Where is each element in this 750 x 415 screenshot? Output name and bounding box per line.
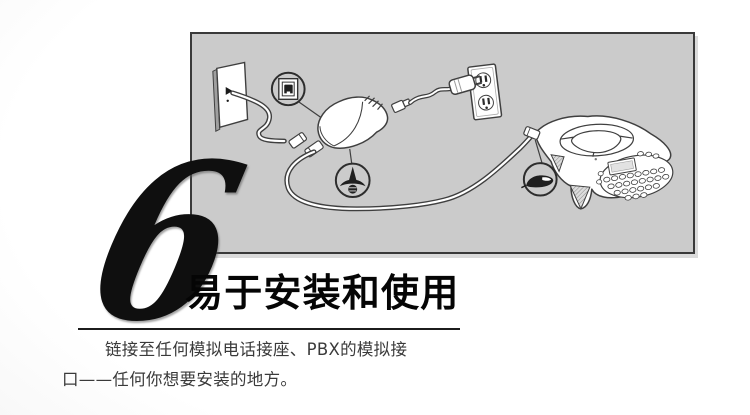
power-outlet	[467, 63, 503, 121]
installation-diagram-panel	[190, 32, 695, 254]
installation-diagram	[212, 61, 674, 252]
phone-leg	[569, 184, 591, 211]
leader-line-jack	[296, 100, 322, 118]
phone-leg	[550, 154, 565, 173]
divider-line	[78, 328, 460, 330]
feature-title: 易于安装和使用	[185, 271, 460, 315]
power-adapter	[317, 95, 389, 149]
phone-cable-connector	[523, 126, 541, 140]
body-text-line-2: 口——任何你想要安装的地方。	[62, 370, 298, 389]
power-cord-plug	[448, 74, 483, 95]
leader-line-plug	[349, 148, 353, 164]
dc-connector	[391, 98, 412, 113]
step-number: 6	[69, 116, 265, 369]
conference-phone	[523, 115, 674, 211]
body-text-line-1: 链接至任何模拟电话接座、PBX的模拟接	[105, 340, 408, 359]
power-cord	[410, 88, 453, 103]
cable-connector-icon	[521, 139, 558, 197]
telephone-cable	[287, 134, 533, 209]
power-plug-icon	[334, 162, 371, 198]
phone-keypad	[596, 151, 674, 201]
phone-jack-icon	[270, 71, 306, 107]
